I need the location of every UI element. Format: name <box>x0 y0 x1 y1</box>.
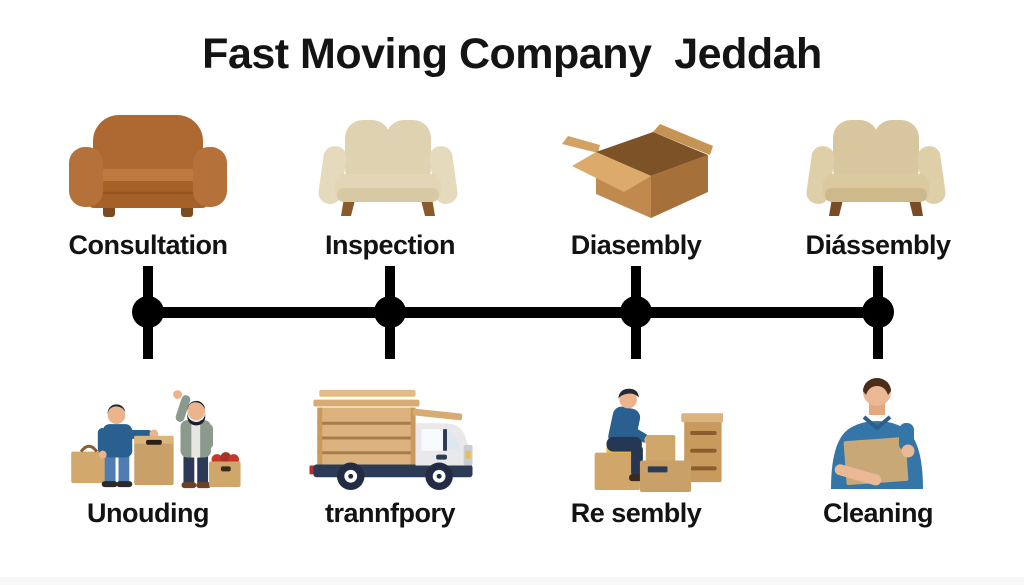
brown-sofa-icon <box>69 115 227 217</box>
step-label-unloading: Unouding <box>87 498 209 528</box>
timeline-node-1 <box>132 296 164 328</box>
tan-loveseat-icon <box>806 120 946 216</box>
cream-loveseat-icon <box>318 120 458 216</box>
timeline-node-4 <box>862 296 894 328</box>
moving-truck-icon <box>309 389 473 491</box>
person-carrying-box-icon <box>831 378 923 489</box>
step-label-reassembly: Re sembly <box>570 498 702 528</box>
step-label-inspection: Inspection <box>324 230 456 260</box>
timeline-line <box>148 307 878 318</box>
bottom-artifact-strip <box>0 577 1024 585</box>
unpacking-person-icon <box>594 388 723 492</box>
step-label-transport: trannfpory <box>325 498 456 528</box>
step-label-disassembly: Diasembly <box>570 230 702 260</box>
timeline-node-2 <box>374 296 406 328</box>
step-label-cleaning: Cleaning <box>822 498 934 528</box>
timeline-node-3 <box>620 296 652 328</box>
step-label-disassembly-2: Diássembly <box>805 230 951 260</box>
page-title: Fast Moving Company Jeddah <box>202 30 822 78</box>
cardboard-box-icon <box>562 124 713 218</box>
movers-icon <box>71 390 241 489</box>
step-label-consultation: Consultation <box>68 230 228 260</box>
